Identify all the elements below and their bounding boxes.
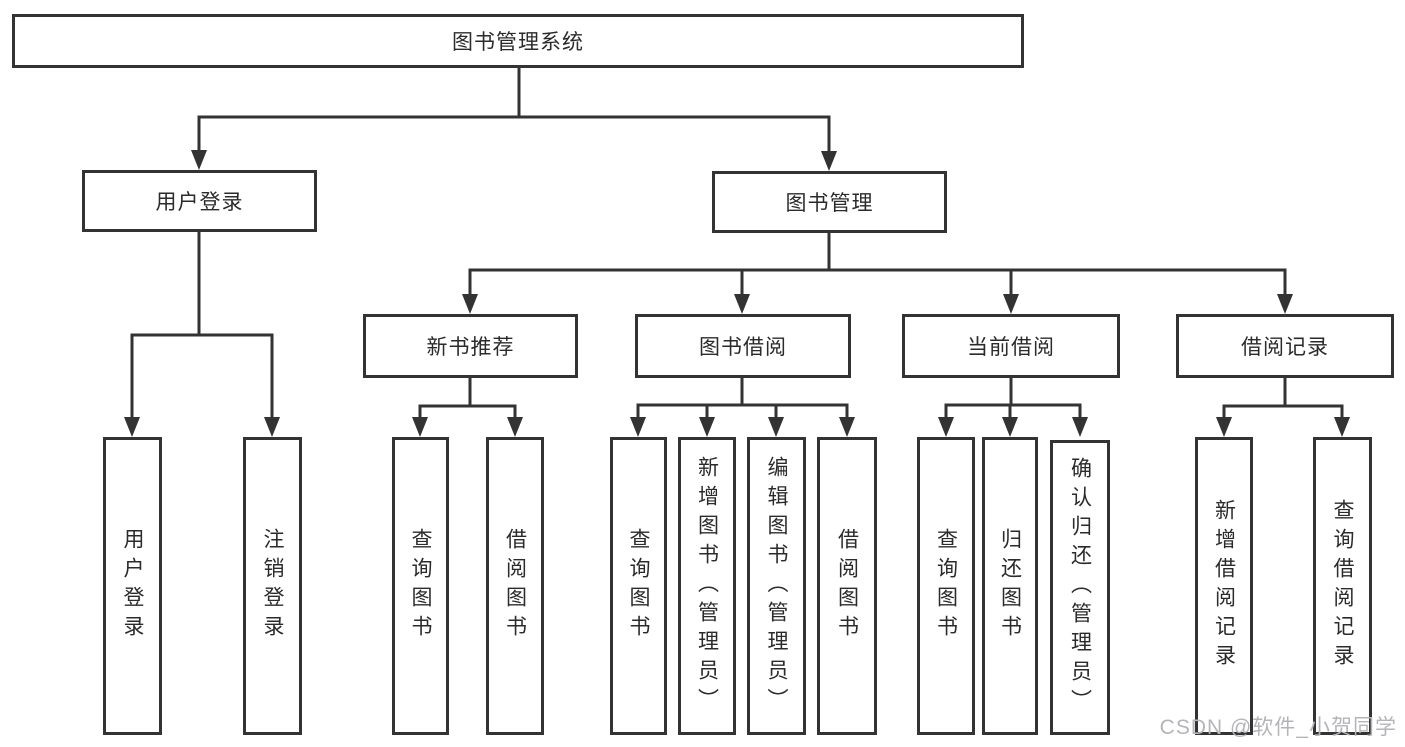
node-user-login: 用户登录 (82, 170, 317, 232)
arrowhead (839, 417, 855, 437)
leaf-label: 注销登录 (261, 528, 284, 644)
node-edit-books-admin: 编辑图书（管理员） (747, 437, 806, 735)
arrowhead (124, 417, 140, 437)
arrowhead (768, 417, 784, 437)
node-borrow-books-recommend: 借阅图书 (486, 437, 544, 735)
leaf-label: 借阅图书 (503, 528, 527, 644)
watermark: CSDN @软件_小贺同学 (1159, 716, 1397, 739)
leaf-label: 用户登录 (121, 528, 144, 644)
arrowhead (412, 417, 428, 437)
node-query-books-borrowing: 查询图书 (610, 437, 667, 735)
leaf-label: 编辑图书（管理员） (765, 455, 788, 717)
connector-root-to-level2 (191, 68, 837, 171)
node-add-borrow-record: 新增借阅记录 (1195, 437, 1253, 735)
node-book-borrowing: 图书借阅 (635, 314, 851, 378)
leaf-label: 新增图书（管理员） (695, 455, 719, 717)
node-query-books-recommend: 查询图书 (392, 437, 449, 735)
connector-user-login-children (124, 232, 280, 437)
node-book-management: 图书管理 (712, 171, 947, 233)
arrowhead (1003, 294, 1019, 314)
node-user-login-leaf: 用户登录 (103, 437, 162, 735)
node-logout-leaf: 注销登录 (243, 437, 302, 735)
node-new-book-recommendation: 新书推荐 (363, 314, 578, 378)
leaf-label: 查询图书 (627, 528, 650, 644)
node-borrow-books: 借阅图书 (817, 437, 877, 735)
connector-book-borrowing-children (630, 378, 855, 437)
leaf-label: 查询借阅记录 (1331, 499, 1354, 673)
arrowhead (938, 417, 954, 437)
node-library-management-system: 图书管理系统 (12, 14, 1024, 68)
node-borrowing-records: 借阅记录 (1176, 314, 1394, 378)
node-return-books: 归还图书 (982, 437, 1038, 735)
leaf-label: 查询图书 (409, 528, 432, 644)
node-add-books-admin: 新增图书（管理员） (678, 437, 736, 735)
connector-borrowing-records-children (1216, 378, 1350, 437)
arrowhead (1216, 417, 1232, 437)
arrowhead (462, 294, 478, 314)
node-current-borrowing: 当前借阅 (902, 314, 1120, 378)
leaf-label: 新增借阅记录 (1212, 499, 1236, 673)
leaf-label: 借阅图书 (835, 528, 859, 644)
arrowhead (699, 417, 715, 437)
leaf-label: 确认归还（管理员） (1068, 457, 1092, 718)
arrowhead (507, 417, 523, 437)
connector-current-borrowing-children (938, 378, 1088, 437)
leaf-label: 查询图书 (934, 528, 958, 644)
connector-new-book-recommendation-children (412, 378, 523, 437)
arrowhead (734, 294, 750, 314)
arrowhead (1277, 294, 1293, 314)
arrowhead (191, 150, 207, 170)
node-confirm-return-admin: 确认归还（管理员） (1050, 440, 1110, 735)
node-query-borrow-record: 查询借阅记录 (1313, 437, 1372, 735)
arrowhead (821, 151, 837, 171)
connector-book-management-children (462, 233, 1293, 314)
leaf-label: 归还图书 (998, 528, 1022, 644)
arrowhead (1334, 417, 1350, 437)
arrowhead (264, 417, 280, 437)
arrowhead (630, 417, 646, 437)
node-query-books-current: 查询图书 (917, 437, 975, 735)
arrowhead (1002, 417, 1018, 437)
arrowhead (1072, 417, 1088, 437)
